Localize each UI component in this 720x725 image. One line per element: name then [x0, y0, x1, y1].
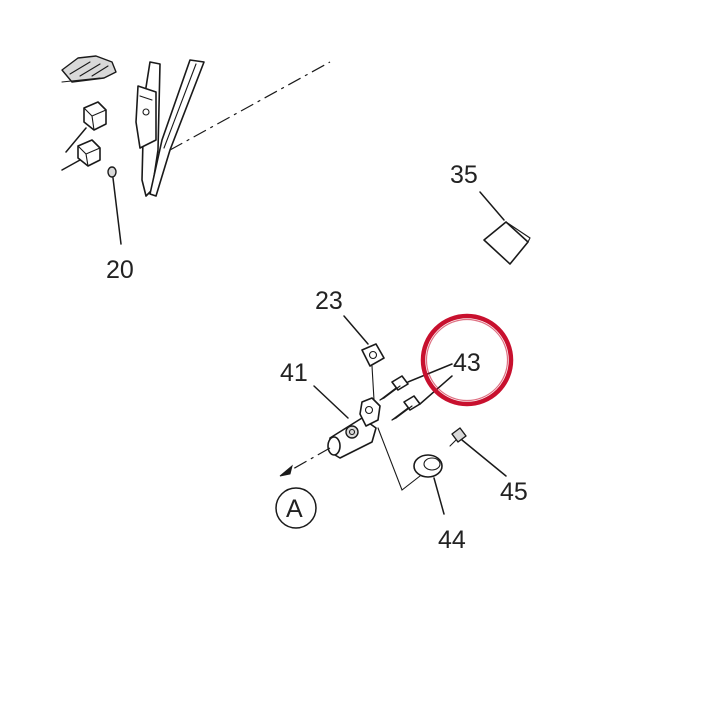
part-45: 45	[449, 427, 528, 506]
callout-label-43: 43	[453, 349, 481, 377]
center-line	[169, 61, 331, 151]
part-44: 44	[413, 454, 466, 554]
pin-icon	[107, 166, 117, 178]
bracket-assembly-partial	[61, 55, 205, 197]
highlight-ring-43	[420, 313, 514, 407]
callout-label-35: 35	[450, 161, 478, 189]
callout-20: 20	[106, 177, 134, 284]
reference-marker-a: A	[275, 487, 317, 529]
callout-label-41: 41	[280, 359, 308, 387]
grommet-icon	[413, 454, 443, 478]
square-nut-icon	[361, 343, 385, 367]
part-23: 23	[315, 287, 385, 367]
pad-icon	[483, 221, 529, 265]
part-43: 43	[379, 349, 481, 421]
callout-label-45: 45	[500, 478, 528, 506]
screw-icon	[451, 427, 467, 443]
arrow-to-a	[279, 447, 331, 477]
callout-label-20: 20	[106, 256, 134, 284]
callout-label-44: 44	[438, 526, 466, 554]
callout-label-23: 23	[315, 287, 343, 315]
part-41: 41	[280, 359, 381, 459]
part-35: 35	[450, 161, 531, 265]
reference-marker-label: A	[286, 495, 303, 523]
